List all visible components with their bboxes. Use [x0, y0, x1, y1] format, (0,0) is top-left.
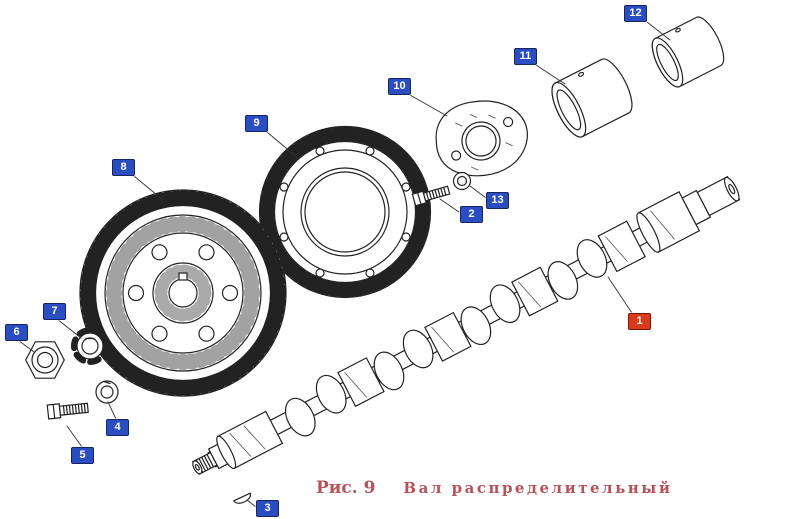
part-label-5[interactable]: 5: [71, 447, 94, 464]
part-label-2[interactable]: 2: [460, 206, 483, 223]
part-label-11[interactable]: 11: [514, 48, 537, 65]
part-label-12[interactable]: 12: [624, 5, 647, 22]
part-spring-washer: [95, 380, 119, 404]
part-bushing-rear: [651, 16, 725, 88]
part-label-3[interactable]: 3: [256, 500, 279, 517]
part-woodruff-key: [233, 492, 252, 504]
figure-title: Вал распределительный: [403, 479, 673, 497]
part-label-9[interactable]: 9: [245, 115, 268, 132]
part-label-7[interactable]: 7: [43, 303, 66, 320]
part-label-6[interactable]: 6: [5, 324, 28, 341]
part-gear-ring: [258, 125, 432, 299]
part-thrust-plate: [435, 100, 528, 177]
part-label-13[interactable]: 13: [486, 192, 509, 209]
part-label-10[interactable]: 10: [388, 78, 411, 95]
part-bolt-gear: [46, 402, 89, 420]
part-bushing-front: [551, 58, 633, 138]
part-camshaft-gear: [79, 189, 287, 397]
figure-number: Рис. 9: [316, 478, 376, 498]
part-lock-washer: [71, 327, 109, 365]
part-label-8[interactable]: 8: [112, 159, 135, 176]
part-camshaft: [191, 175, 741, 476]
part-nut: [25, 341, 65, 379]
part-label-1[interactable]: 1: [628, 313, 651, 330]
part-bolt-plate: [411, 185, 451, 207]
part-flat-washer: [452, 171, 472, 191]
part-label-4[interactable]: 4: [106, 419, 129, 436]
figure-caption: Рис. 9 Вал распределительный: [316, 478, 672, 498]
leader-lines: [17, 21, 671, 508]
